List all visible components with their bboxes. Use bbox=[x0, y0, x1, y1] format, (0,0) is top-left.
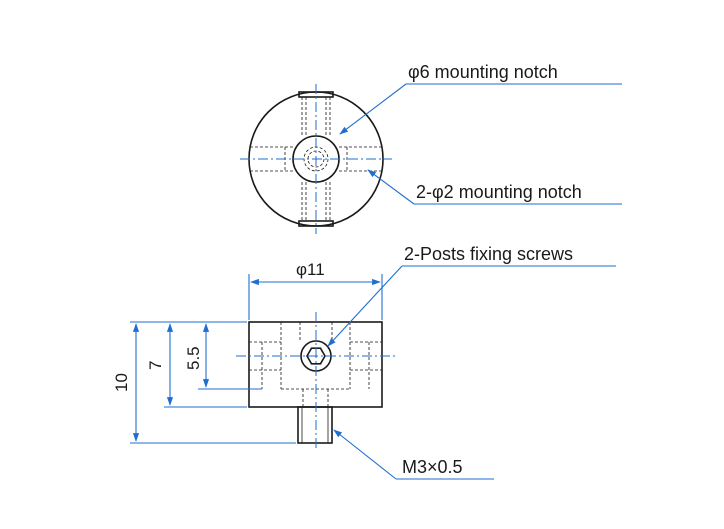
leader-m3 bbox=[333, 429, 494, 480]
top-view bbox=[240, 84, 392, 234]
dim-phi11 bbox=[248, 274, 383, 320]
dim-10-text: 10 bbox=[112, 373, 131, 392]
dim-5-5-text: 5.5 bbox=[184, 346, 203, 370]
hex-socket-icon bbox=[306, 347, 326, 365]
label-2phi2-notch: 2-φ2 mounting notch bbox=[416, 182, 582, 202]
leader-phi6 bbox=[339, 83, 622, 135]
label-posts-fixing-screws: 2-Posts fixing screws bbox=[404, 244, 573, 264]
label-phi6-notch: φ6 mounting notch bbox=[408, 62, 558, 82]
front-view bbox=[236, 312, 396, 450]
label-m3-thread: M3×0.5 bbox=[402, 457, 463, 477]
dim-extension-lines bbox=[130, 321, 296, 444]
dim-phi11-text: φ11 bbox=[296, 260, 325, 279]
leader-posts-screws bbox=[327, 265, 616, 347]
dim-7-text: 7 bbox=[146, 361, 165, 370]
bottom-notch bbox=[298, 182, 334, 227]
leader-2phi2 bbox=[367, 169, 622, 205]
m3-stud bbox=[297, 406, 333, 444]
